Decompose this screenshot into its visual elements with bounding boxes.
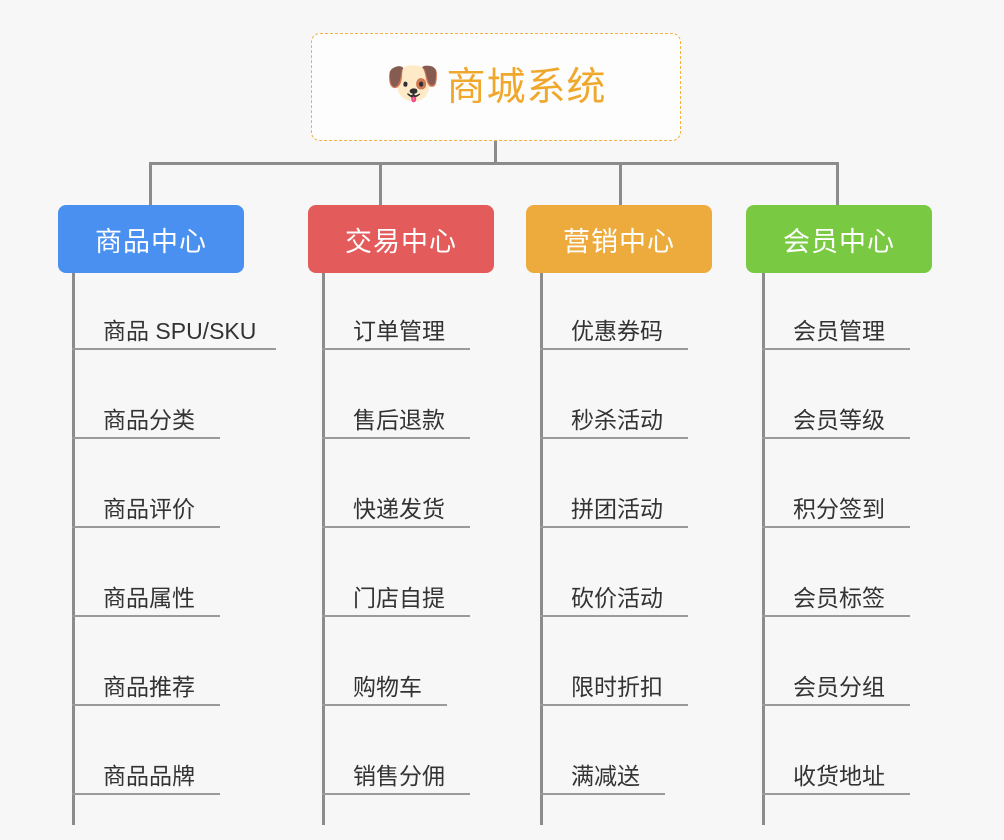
leaf-item-underline: [72, 615, 220, 617]
leaf-item-underline: [72, 793, 220, 795]
leaf-item-underline: [322, 704, 447, 706]
leaf-item-label: 会员管理: [793, 318, 885, 344]
leaf-item-underline: [72, 348, 276, 350]
leaf-item-label: 商品属性: [103, 585, 195, 611]
leaf-item-label: 砍价活动: [571, 585, 663, 611]
category-box-member-center[interactable]: 会员中心: [746, 205, 932, 273]
leaf-item-label: 优惠券码: [571, 318, 663, 344]
leaf-item-label: 售后退款: [353, 407, 445, 433]
connector-drop-member-center: [836, 162, 839, 206]
leaf-item-label: 积分签到: [793, 496, 885, 522]
leaf-item-label: 会员等级: [793, 407, 885, 433]
leaf-item-underline: [762, 793, 910, 795]
leaf-item-underline: [322, 348, 470, 350]
leaf-item-underline: [762, 704, 910, 706]
connector-spine-member-center: [762, 273, 765, 825]
leaf-item-label: 商品分类: [103, 407, 195, 433]
root-node-mall-system[interactable]: 🐶 商城系统: [311, 33, 681, 141]
leaf-item-label: 限时折扣: [571, 674, 663, 700]
leaf-item-label: 商品推荐: [103, 674, 195, 700]
connector-spine-trade-center: [322, 273, 325, 825]
leaf-item-underline: [540, 437, 688, 439]
connector-drop-trade-center: [379, 162, 382, 206]
connector-spine-marketing-center: [540, 273, 543, 825]
leaf-item-underline: [762, 437, 910, 439]
category-label: 会员中心: [783, 226, 895, 257]
leaf-item-underline: [762, 615, 910, 617]
leaf-item-label: 满减送: [571, 763, 640, 789]
leaf-item-label: 快递发货: [353, 496, 445, 522]
leaf-item-underline: [540, 526, 688, 528]
leaf-item-underline: [540, 615, 688, 617]
shiba-inu-icon: 🐶: [385, 59, 441, 108]
category-label: 营销中心: [563, 226, 675, 257]
leaf-item-label: 销售分佣: [353, 763, 445, 789]
leaf-item-underline: [72, 704, 220, 706]
leaf-item-label: 购物车: [353, 674, 422, 700]
leaf-item-label: 商品品牌: [103, 763, 195, 789]
leaf-item-underline: [540, 348, 688, 350]
connector-drop-product-center: [149, 162, 152, 206]
leaf-item-label: 订单管理: [353, 318, 445, 344]
leaf-item-underline: [72, 526, 220, 528]
category-box-marketing-center[interactable]: 营销中心: [526, 205, 712, 273]
category-box-product-center[interactable]: 商品中心: [58, 205, 244, 273]
leaf-item-label: 拼团活动: [571, 496, 663, 522]
leaf-item-underline: [540, 704, 688, 706]
leaf-item-underline: [762, 348, 910, 350]
leaf-item-label: 商品评价: [103, 496, 195, 522]
leaf-item-label: 会员分组: [793, 674, 885, 700]
leaf-item-label: 商品 SPU/SKU: [103, 318, 257, 344]
connector-drop-marketing-center: [619, 162, 622, 206]
leaf-item-label: 收货地址: [793, 763, 885, 789]
leaf-item-underline: [762, 526, 910, 528]
leaf-item-underline: [72, 437, 220, 439]
connector-horizontal-bus: [149, 162, 839, 165]
category-box-trade-center[interactable]: 交易中心: [308, 205, 494, 273]
category-label: 商品中心: [95, 226, 207, 257]
category-label: 交易中心: [345, 226, 457, 257]
leaf-item-underline: [322, 615, 470, 617]
leaf-item-underline: [322, 526, 470, 528]
leaf-item-label: 会员标签: [793, 585, 885, 611]
connector-root-stem: [494, 141, 497, 165]
root-node-title: 商城系统: [446, 65, 607, 109]
leaf-item-label: 秒杀活动: [571, 407, 663, 433]
connector-spine-product-center: [72, 273, 75, 825]
leaf-item-underline: [322, 437, 470, 439]
leaf-item-label: 门店自提: [353, 585, 445, 611]
leaf-item-underline: [540, 793, 665, 795]
leaf-item-underline: [322, 793, 470, 795]
